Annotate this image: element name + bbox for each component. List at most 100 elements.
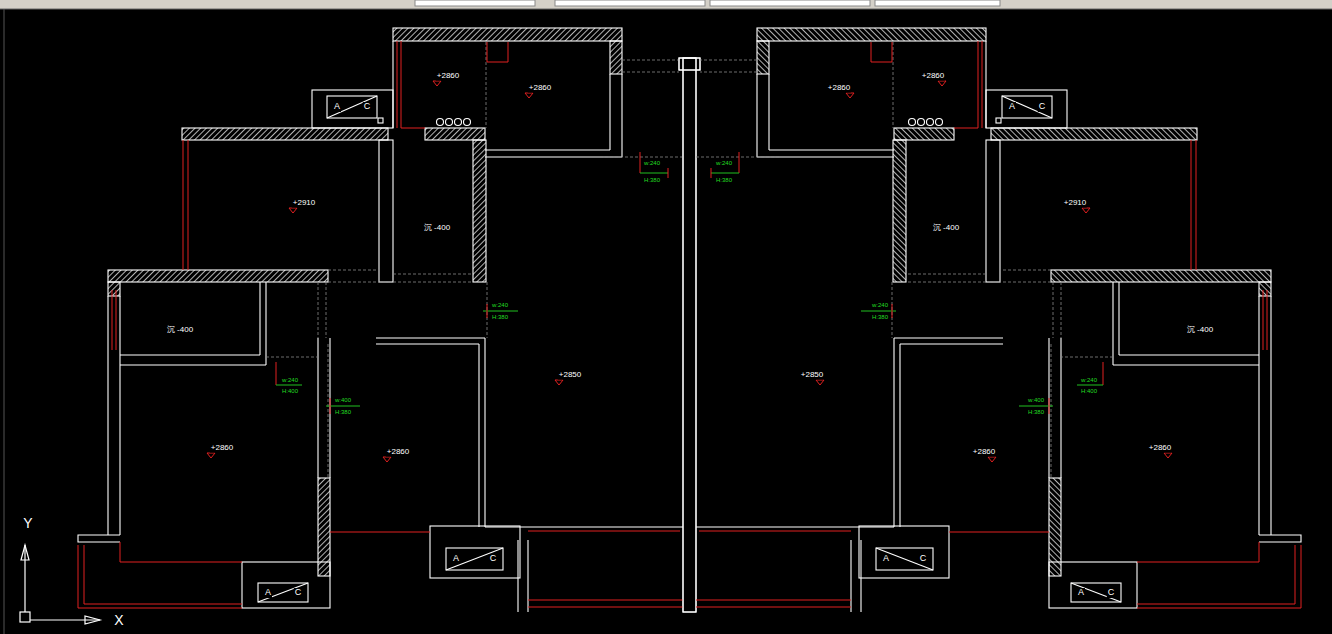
elevation-mark: +2850 (800, 371, 824, 380)
symbol-letter: A (452, 554, 460, 564)
opening-size: w:240 (715, 160, 733, 167)
plan-line (528, 600, 683, 601)
plan-line (328, 344, 329, 478)
plan-circle (455, 119, 462, 126)
plan-polygon (207, 453, 215, 458)
opening-size: w:240 (491, 302, 509, 309)
symbol-letter: C (294, 588, 303, 598)
plan-rect (20, 612, 30, 622)
plan-line (487, 304, 488, 318)
plan-line (328, 282, 473, 283)
plan-line (446, 548, 503, 570)
elevation-mark: +2860 (972, 448, 996, 457)
opening-size: H:380 (715, 177, 733, 184)
elevation-mark: +2860 (386, 448, 410, 457)
opening-size: H:380 (491, 314, 509, 321)
plan-line (401, 41, 402, 128)
plan-line (330, 532, 430, 533)
plan-rect (415, 0, 535, 6)
elevation-mark: +2910 (1063, 199, 1087, 208)
plan-line (4, 9, 5, 634)
opening-size: w:240 (281, 377, 299, 384)
elevation-mark: +2860 (436, 72, 460, 81)
symbol-letter: C (363, 102, 372, 112)
plan-rect (393, 28, 622, 41)
symbol-letter: A (264, 588, 272, 598)
elevation-mark: +2860 (827, 84, 851, 93)
plan-line (485, 149, 610, 150)
plan-line (487, 282, 488, 338)
plan-line (0, 9, 1332, 10)
plan-rect (312, 90, 393, 128)
mirrored-half (679, 28, 1301, 612)
plan-line (485, 526, 683, 527)
opening-size: H:380 (1027, 409, 1045, 416)
elevation-mark: +2860 (921, 72, 945, 81)
plan-line (183, 140, 184, 270)
opening-size: w:240 (643, 160, 661, 167)
plan-polygon (383, 457, 391, 462)
plan-polygon (289, 208, 297, 213)
symbol-letter: A (1077, 588, 1085, 598)
plan-g (266, 42, 683, 478)
symbol-letter: A (1008, 102, 1016, 112)
plan-polygon (21, 545, 29, 560)
plan-rect (108, 270, 328, 282)
plan-rect (710, 0, 870, 6)
opening-size: w:240 (1080, 377, 1098, 384)
plan-line (318, 282, 319, 338)
symbol-letter: C (919, 554, 928, 564)
plan-line (30, 619, 100, 620)
plan-line (484, 338, 485, 527)
plan-line (622, 60, 679, 61)
plan-g (78, 41, 683, 608)
plan-line (116, 290, 117, 350)
plan-rect (555, 0, 705, 6)
plan-line (640, 152, 641, 173)
elevation-mark: +2910 (292, 199, 316, 208)
plan-rect (425, 128, 485, 140)
plan-rect (446, 548, 503, 570)
plan-line (483, 311, 518, 312)
sunken-level: 沉 -400 (932, 224, 960, 233)
plan-line (622, 72, 679, 73)
plan-rect (430, 526, 520, 578)
plan-line (266, 357, 318, 358)
axis-label: X (113, 613, 124, 628)
opening-size: w:400 (1027, 397, 1045, 404)
plan-circle (464, 119, 471, 126)
plan-rect (473, 140, 486, 282)
plan-line (329, 338, 330, 478)
plan-line (276, 362, 277, 385)
plan-rect (379, 140, 393, 282)
plan-line (120, 364, 266, 365)
plan-g (20, 545, 100, 624)
symbol-letter: A (882, 554, 890, 564)
plan-line (528, 607, 683, 608)
plan-rect (679, 58, 700, 70)
plan-rect (378, 118, 383, 123)
axis-label: Y (22, 516, 33, 531)
elevation-mark: +2860 (1148, 444, 1172, 453)
sunken-level: 沉 -400 (423, 224, 451, 233)
plan-polygon (525, 93, 533, 98)
opening-size: w:400 (334, 397, 352, 404)
plan-line (24, 545, 25, 612)
plan-rect (108, 282, 120, 296)
elevation-mark: +2860 (528, 84, 552, 93)
plan-line (393, 274, 473, 275)
plan-polyline (84, 545, 242, 604)
plan-line (112, 290, 113, 350)
sunken-level: 沉 -400 (166, 326, 194, 335)
plan-line (326, 282, 327, 338)
plan-line (276, 385, 302, 386)
plan-polyline (78, 535, 120, 542)
symbol-letter: A (333, 102, 341, 112)
plan-circle (446, 119, 453, 126)
plan-line (188, 140, 189, 270)
plan-line (517, 540, 518, 612)
plan-line (327, 96, 377, 118)
plan-line (376, 337, 485, 338)
plan-rect (875, 0, 1000, 6)
